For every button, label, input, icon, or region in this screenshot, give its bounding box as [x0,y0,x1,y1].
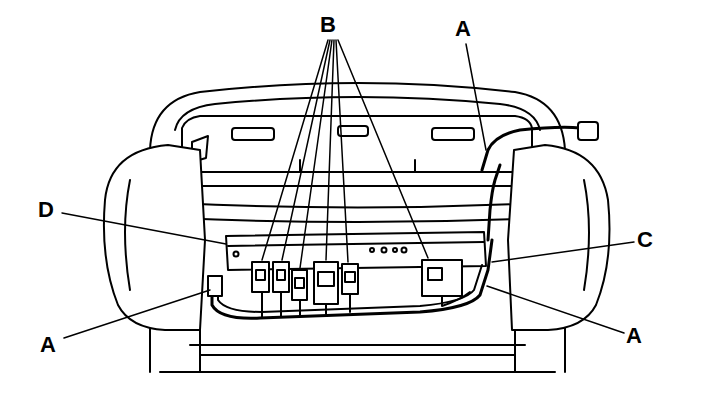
callout-letter: D [38,199,54,221]
callout-letter: B [320,14,336,36]
callout-letter: A [455,18,471,40]
callout-letter: C [637,229,653,251]
callout-letter: A [40,334,56,356]
callout-letter: A [626,325,642,347]
